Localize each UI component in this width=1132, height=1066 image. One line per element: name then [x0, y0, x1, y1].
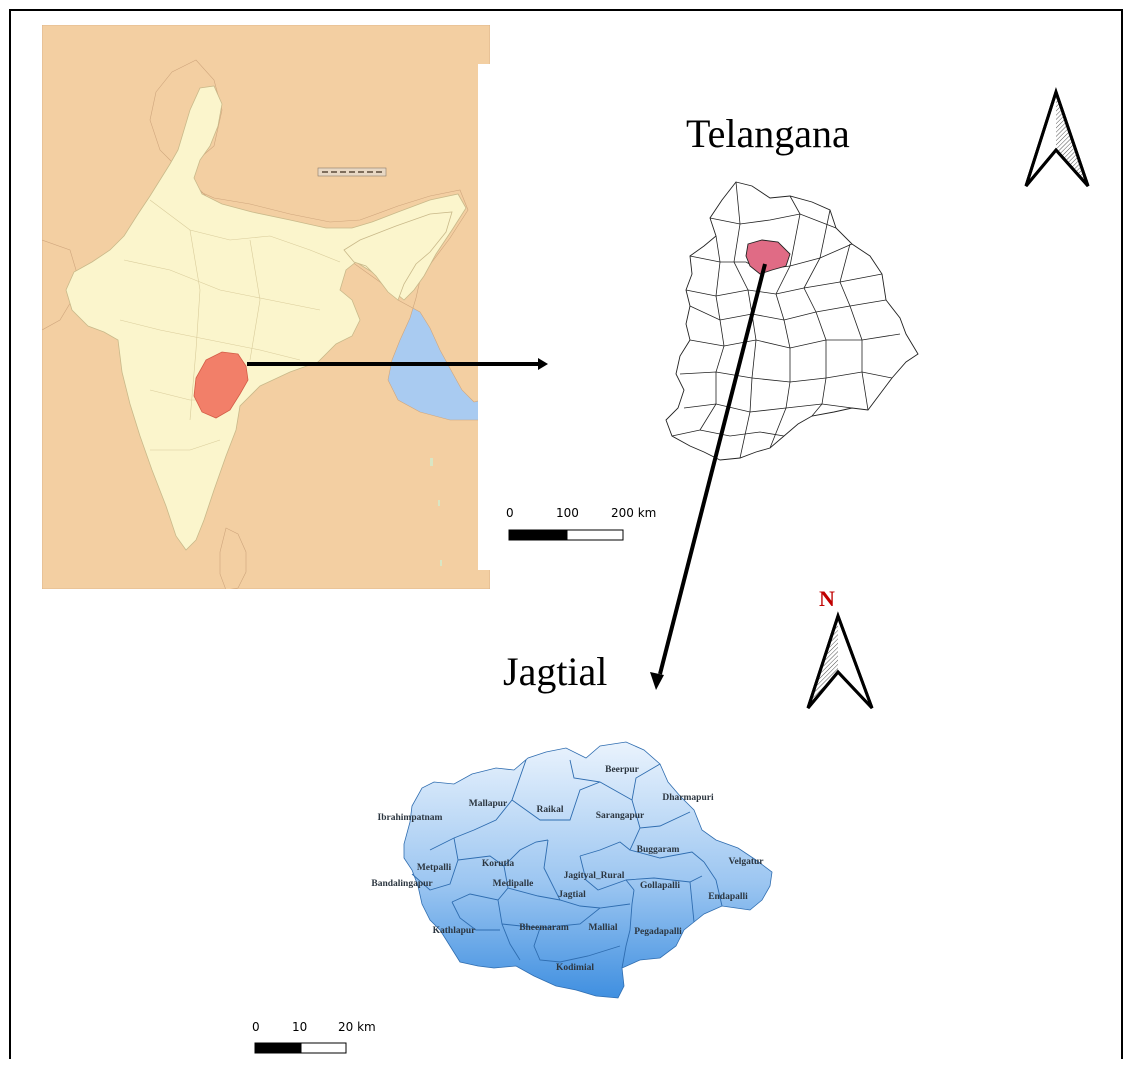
mandal-label-bheemaram: Bheemaram	[519, 923, 569, 933]
arrow-telangana-to-jagtial	[658, 263, 767, 675]
telangana-highlight	[193, 351, 249, 419]
arrowhead-down	[650, 672, 664, 690]
mandal-label-pegadapalli: Pegadapalli	[634, 927, 682, 937]
arrows	[247, 263, 767, 690]
india-scale-label-100: 100	[556, 506, 579, 520]
india-scale-label-0: 0	[506, 506, 514, 520]
mandal-label-korutla: Korutla	[482, 859, 514, 869]
jagtial-title: Jagtial	[503, 649, 608, 694]
jagtial-scale-label-20: 20 km	[338, 1020, 376, 1034]
mandal-label-jagityal-rural: Jagityal_Rural	[564, 871, 625, 881]
telangana-district-lines	[671, 181, 901, 459]
mandal-label-sarangapur: Sarangapur	[596, 811, 645, 821]
mandal-label-gollapalli: Gollapalli	[640, 881, 680, 891]
mandal-label-buggaram: Buggaram	[637, 845, 680, 855]
jagtial-scale-label-0: 0	[252, 1020, 260, 1034]
scale-segment-white	[566, 529, 624, 541]
jagtial-district-highlight	[745, 239, 791, 275]
northeast-india	[343, 211, 453, 301]
india-scale-bar	[508, 529, 624, 541]
north-arrow-top	[1024, 87, 1090, 187]
mandal-label-medipalle: Medipalle	[493, 879, 534, 889]
scale-segment-black	[255, 1043, 301, 1053]
sri-lanka	[219, 527, 247, 589]
mandal-label-bandalingapur: Bandalingapur	[371, 879, 433, 889]
mandal-label-velgatur: Velgatur	[728, 857, 764, 867]
mandal-label-metpalli: Metpalli	[417, 863, 452, 873]
jagtial-scale-bar	[254, 1042, 347, 1054]
mandal-label-kodimial: Kodimial	[556, 963, 594, 973]
figure-frame	[9, 9, 1123, 1059]
mandal-labels: BeerpurDharmapuriMallapurRaikalIbrahimpa…	[371, 765, 764, 973]
mandal-label-raikal: Raikal	[537, 805, 564, 815]
jagtial-mandal-map: BeerpurDharmapuriMallapurRaikalIbrahimpa…	[371, 741, 773, 999]
islands	[430, 458, 442, 566]
mandal-label-jagtial: Jagtial	[558, 890, 586, 900]
mandal-label-endapalli: Endapalli	[708, 892, 748, 902]
arrowhead-right	[538, 358, 548, 370]
scale-segment-white	[300, 1042, 347, 1054]
mandal-label-mallial: Mallial	[588, 923, 617, 933]
india-map	[42, 25, 490, 589]
jagtial-scale-label-10: 10	[292, 1020, 308, 1034]
mandal-label-ibrahimpatnam: Ibrahimpatnam	[378, 813, 443, 823]
mandal-label-kathlapur: Kathlapur	[433, 926, 477, 936]
telangana-title: Telangana	[686, 111, 850, 156]
mandal-label-dharmapuri: Dharmapuri	[662, 793, 714, 803]
scale-segment-black	[509, 530, 567, 540]
north-arrow-bottom	[806, 611, 874, 710]
mandal-label-mallapur: Mallapur	[469, 799, 508, 809]
jagtial-outline	[403, 741, 773, 999]
mandal-label-beerpur: Beerpur	[605, 765, 640, 775]
telangana-outline	[665, 181, 919, 461]
mandal-boundaries	[411, 759, 723, 969]
telangana-map	[665, 181, 919, 461]
india-panel-white-strip	[478, 64, 490, 570]
india-scale-label-200: 200 km	[611, 506, 657, 520]
north-label: N	[819, 586, 835, 611]
